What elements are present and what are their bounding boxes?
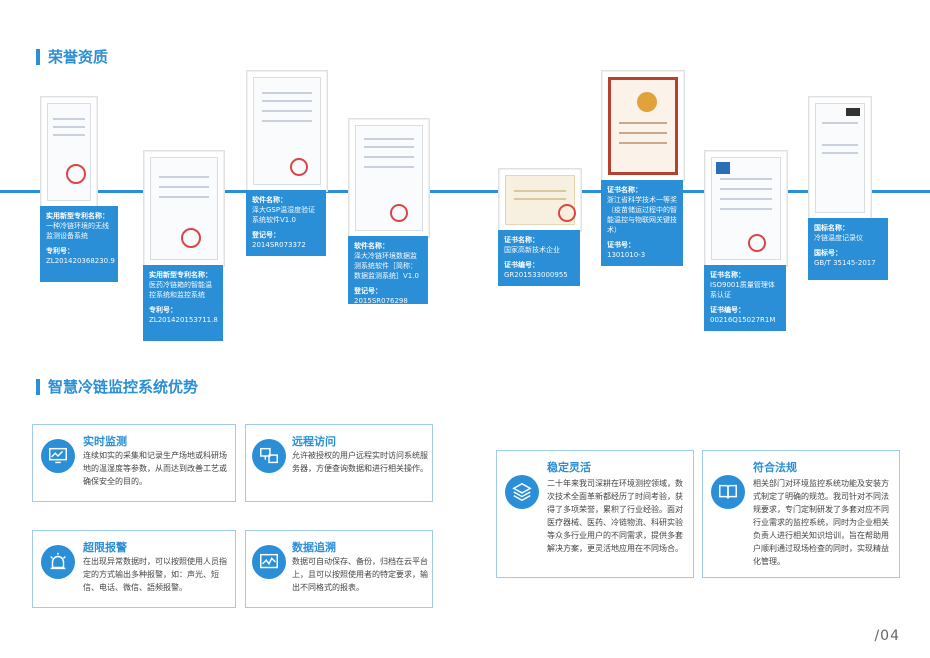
advantage-text: 相关部门对环境监控系统功能及安装方式制定了明确的规范。我司针对不同法规要求，专门… [753, 479, 889, 566]
remote-access-icon [252, 439, 286, 473]
certificate-caption: 实用新型专利名称：一种冷链环境的无线监测设备系统 专利号：ZL201420368… [40, 206, 118, 282]
advantage-title: 远程访问 [292, 435, 336, 448]
certificate-caption: 实用新型专利名称：医药冷链箱的智能温控系统和监控系统 专利号：ZL2014201… [143, 265, 223, 341]
emblem-icon [637, 92, 657, 112]
advantage-text: 允许被授权的用户远程实时访问系统服务器，方便查询数据和进行相关操作。 [292, 451, 428, 473]
certificate-image [348, 118, 430, 238]
advantage-title: 符合法规 [753, 461, 797, 474]
advantage-title: 稳定灵活 [547, 461, 591, 474]
advantage-title: 实时监测 [83, 435, 127, 448]
certificate-image [808, 96, 872, 220]
timeline-line [0, 190, 930, 193]
certificate-image [40, 96, 98, 208]
certificate-image [246, 70, 328, 192]
certificate-caption: 证书名称：浙江省科学技术一等奖（疫苗储运过程中的智能温控与物联网关键技术） 证书… [601, 180, 683, 266]
certificate-caption: 软件名称：泽大冷链环境数据监测系统软件［简称：数据监测系统］V1.0 登记号：2… [348, 236, 428, 305]
certificate-image [498, 168, 582, 232]
certificate-image [704, 150, 788, 267]
section-title-text: 荣誉资质 [48, 48, 109, 66]
alarm-icon [41, 545, 75, 579]
title-accent-bar [36, 48, 40, 65]
chart-monitor-icon [41, 439, 75, 473]
layers-icon [505, 475, 539, 509]
page-number: /04 [874, 628, 900, 644]
advantage-card: 远程访问 允许被授权的用户远程实时访问系统服务器，方便查询数据和进行相关操作。 [245, 424, 433, 502]
data-trace-icon [252, 545, 286, 579]
section-title-honors: 荣誉资质 [36, 46, 108, 67]
advantage-title: 数据追溯 [292, 541, 336, 554]
advantage-card: 实时监测 连续如实的采集和记录生产场地或科研场地的温湿度等参数，从而达到改善工艺… [32, 424, 236, 502]
advantage-text: 在出现异常数据时，可以按照使用人员指定的方式输出多种报警，如：声光、短信、电话、… [83, 557, 227, 592]
advantage-card: 稳定灵活 二十年来我司深耕在环境测控领域，数次技术全面革新都经历了时间考验，获得… [496, 450, 694, 578]
advantage-card: 数据追溯 数据可自动保存、备份，归档在云平台上，且可以按照使用者的特定要求，输出… [245, 530, 433, 608]
certificate-image [601, 70, 685, 182]
book-icon [711, 475, 745, 509]
certificate-caption: 国标名称：冷链温度记录仪 国标号：GB/T 35145-2017 [808, 218, 888, 280]
certificate-caption: 证书名称：国家高新技术企业 证书编号：GR201533000955 [498, 230, 580, 286]
advantage-text: 二十年来我司深耕在环境测控领域，数次技术全面革新都经历了时间考验，获得了多项荣誉… [547, 479, 683, 553]
advantage-card: 超限报警 在出现异常数据时，可以按照使用人员指定的方式输出多种报警，如：声光、短… [32, 530, 236, 608]
section-title-advantages: 智慧冷链监控系统优势 [36, 376, 198, 397]
section-title-text: 智慧冷链监控系统优势 [48, 378, 199, 396]
certificate-image [143, 150, 225, 267]
certificate-caption: 软件名称：泽大GSP温湿度验证系统软件V1.0 登记号：2014SR073372 [246, 190, 326, 256]
advantage-text: 数据可自动保存、备份，归档在云平台上，且可以按照使用者的特定要求，输出不同格式的… [292, 557, 428, 592]
advantage-title: 超限报警 [83, 541, 127, 554]
advantage-text: 连续如实的采集和记录生产场地或科研场地的温湿度等参数，从而达到改善工艺或确保安全… [83, 451, 227, 486]
advantage-card: 符合法规 相关部门对环境监控系统功能及安装方式制定了明确的规范。我司针对不同法规… [702, 450, 900, 578]
certificate-caption: 证书名称：ISO9001质量管理体系认证 证书编号：00216Q15027R1M [704, 265, 786, 331]
title-accent-bar [36, 378, 40, 395]
